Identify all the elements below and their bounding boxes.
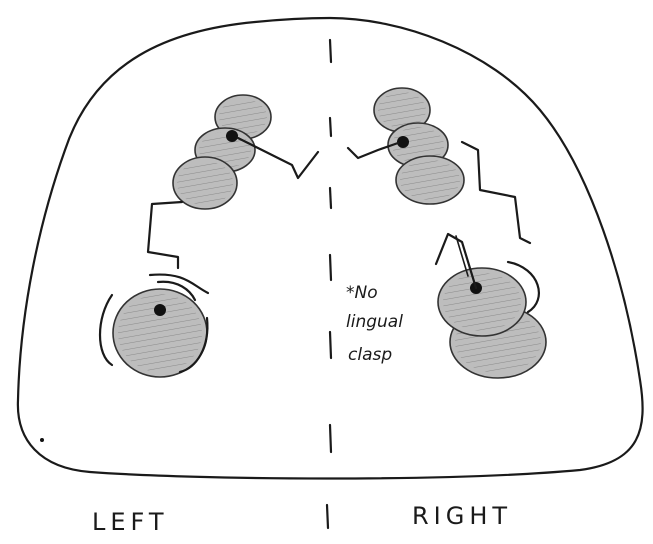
midline — [327, 40, 331, 528]
right-major-connector — [462, 142, 530, 243]
stray-mark — [40, 438, 44, 442]
left-major-connector — [148, 202, 182, 268]
left-anterior-teeth — [173, 95, 271, 209]
left-anterior-rest-seat — [226, 130, 238, 142]
left-posterior-rest-seat — [154, 304, 166, 316]
right-posterior-teeth — [438, 268, 546, 378]
note-line-2: lingual — [346, 312, 403, 332]
note-line-3: clasp — [348, 345, 392, 365]
left-posterior-clasp-arm — [100, 295, 112, 365]
arch-outline — [18, 18, 643, 479]
note-line-1: *No — [346, 283, 378, 303]
right-anterior-rest-seat — [397, 136, 409, 148]
right-label: RIGHT — [412, 502, 512, 530]
left-label: LEFT — [92, 508, 169, 536]
